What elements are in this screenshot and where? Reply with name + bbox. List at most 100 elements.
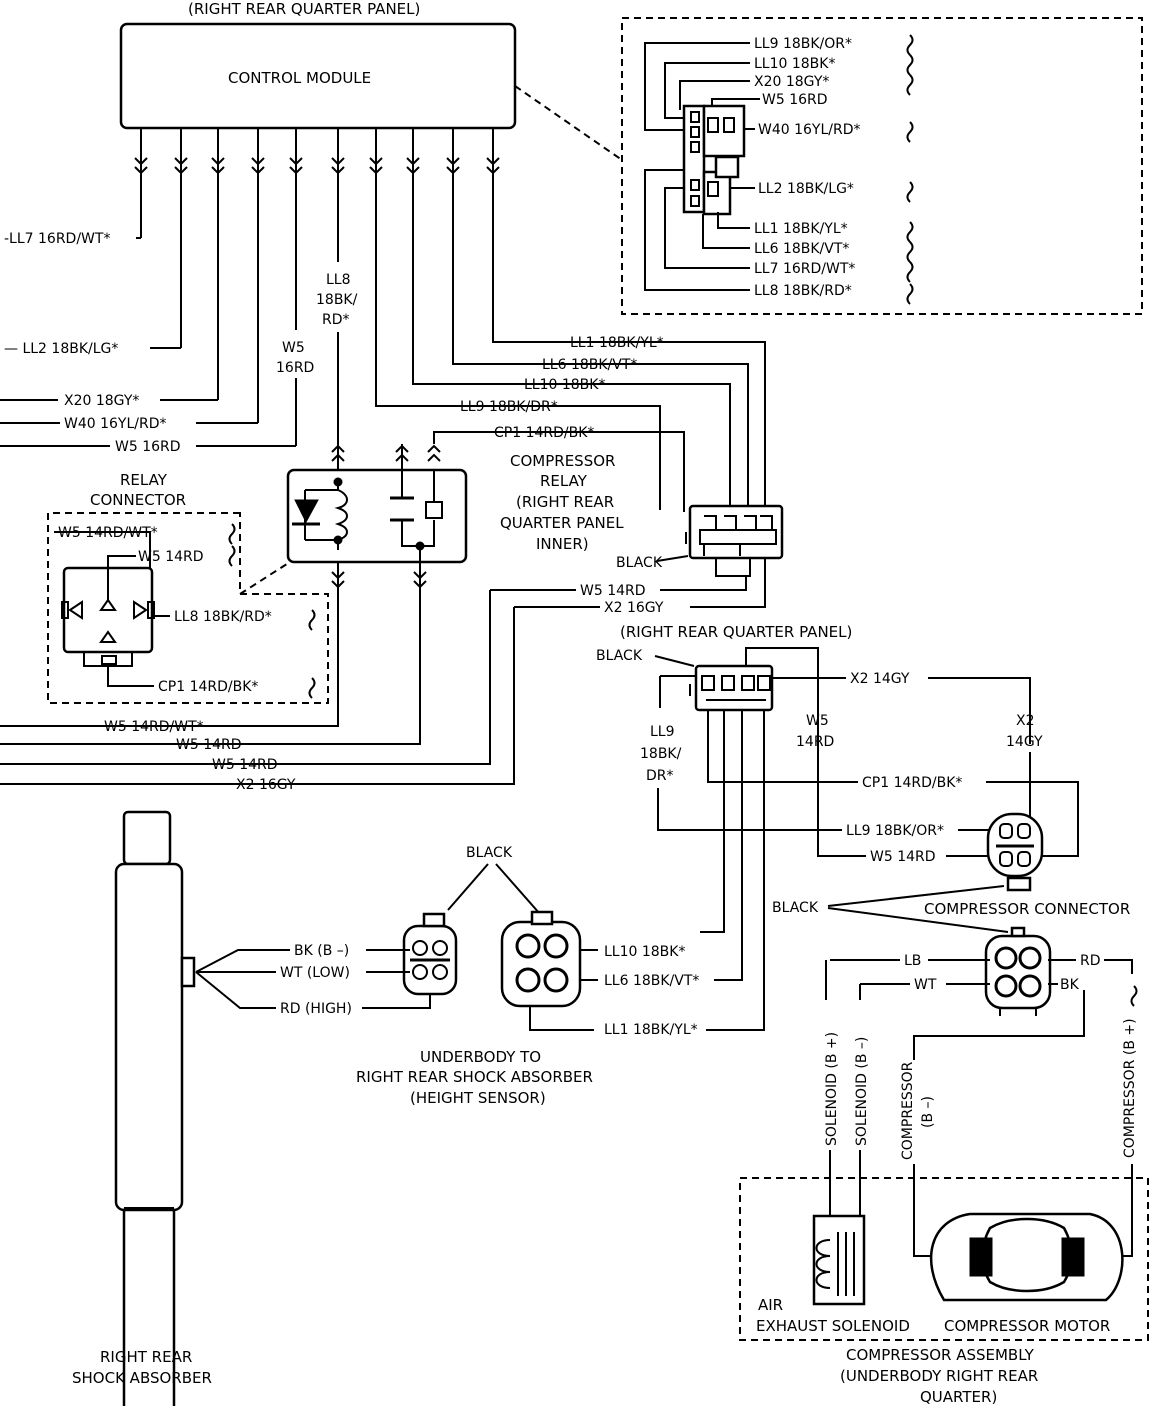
compressor-assembly-frame — [739, 1177, 1149, 1341]
x20-label: X20 18GY* — [64, 393, 139, 409]
compressor-assembly-title-3: QUARTER) — [920, 1388, 997, 1406]
solenoid-bplus-label: SOLENOID (B +) — [824, 1032, 840, 1146]
qp-w5-vertical-1: W5 — [806, 713, 829, 729]
rc-lead-w5rdwt — [54, 531, 151, 568]
w5-rd-bottom-wire-b — [0, 590, 491, 765]
relay-ll1-label: LL1 18BK/YL* — [570, 335, 664, 351]
sensor-ll1-label: LL1 18BK/YL* — [604, 1022, 698, 1038]
qp-cp1-lead — [707, 710, 1079, 857]
sensor-black-label: BLACK — [466, 845, 513, 861]
solenoid-bminus-label: SOLENOID (B –) — [854, 1037, 870, 1146]
ll2-label: — LL2 18BK/LG* — [4, 341, 118, 357]
compressor-relay-title-1: COMPRESSOR — [510, 452, 615, 470]
w5-rdwt-bottom-wire — [0, 562, 339, 727]
mc-wire-w40: W40 16YL/RD* — [758, 122, 861, 138]
bl-w5-rd-a-label: W5 14RD — [176, 737, 242, 753]
sensor-bk-label: BK (B –) — [294, 943, 349, 959]
detail-leader — [514, 85, 623, 161]
x2-bottom-wire — [0, 607, 515, 785]
relay-connector-title-1: RELAY — [120, 471, 168, 489]
underbody-title-1: UNDERBODY TO — [420, 1048, 541, 1066]
relay-cp1-label: CP1 14RD/BK* — [494, 425, 594, 441]
cp1-wire — [433, 431, 685, 512]
relay-w5-14rd-out — [490, 576, 747, 591]
sensor-ll6-label: LL6 18BK/VT* — [604, 973, 699, 989]
w5-rd-bottom-wire-a — [0, 550, 421, 745]
qp-ll9-or-label: LL9 18BK/OR* — [846, 823, 944, 839]
relay-connector-leader — [239, 561, 291, 595]
wire-break-squiggles — [906, 34, 914, 305]
qp-x2-vertical-2: 14GY — [1006, 734, 1043, 750]
mc-wire-ll6: LL6 18BK/VT* — [754, 241, 849, 257]
w5-vertical-label-2: 16RD — [276, 360, 314, 376]
relay-x2-label: X2 16GY — [604, 600, 664, 616]
qp-ll9-vertical-3: DR* — [646, 768, 674, 784]
air-exhaust-title-2: EXHAUST SOLENOID — [756, 1317, 910, 1335]
mc-wire-w5: W5 16RD — [762, 92, 828, 108]
mc-wire-ll1: LL1 18BK/YL* — [754, 221, 848, 237]
w5-16rd-label: W5 16RD — [115, 439, 181, 455]
module-connector-body — [682, 104, 746, 216]
qp-w5-14rd-label: W5 14RD — [870, 849, 936, 865]
rc-w5-rdwt-label: W5 14RD/WT* — [58, 525, 158, 541]
qp-cp1-label: CP1 14RD/BK* — [862, 775, 962, 791]
compressor-relay-title-3: (RIGHT REAR — [516, 493, 614, 511]
sensor-wt-label: WT (LOW) — [280, 965, 350, 981]
control-module-label: CONTROL MODULE — [228, 69, 371, 87]
ll8-vertical-label-2: 18BK/ — [316, 292, 358, 308]
bl-x2-label: X2 16GY — [236, 777, 296, 793]
ll10-to-sensor — [700, 710, 725, 933]
ll6-to-sensor — [714, 710, 743, 981]
bl-w5-rd-b-label: W5 14RD — [212, 757, 278, 773]
quarter-panel-title: (RIGHT REAR QUARTER PANEL) — [620, 623, 852, 641]
compressor-relay-title-4: QUARTER PANEL — [500, 514, 624, 532]
relay-plug-black-label: BLACK — [616, 555, 663, 571]
mc-wire-ll9: LL9 18BK/OR* — [754, 36, 852, 52]
compressor-4pin-connector — [984, 926, 1052, 1016]
comp-wt-label: WT — [914, 977, 937, 993]
relay-connector-title-2: CONNECTOR — [90, 491, 186, 509]
top-location-label: (RIGHT REAR QUARTER PANEL) — [188, 0, 420, 18]
air-exhaust-solenoid — [812, 1214, 866, 1306]
compressor-motor — [929, 1212, 1124, 1302]
qp-x2-vertical-1: X2 — [1016, 713, 1035, 729]
rc-cp1-label: CP1 14RD/BK* — [158, 679, 258, 695]
relay-ll9-label: LL9 18BK/DR* — [460, 399, 558, 415]
shock-absorber — [114, 810, 196, 1406]
module-connector-leads — [644, 42, 760, 291]
sensor-male-connector — [500, 910, 594, 1031]
sensor-ll10-label: LL10 18BK* — [604, 944, 685, 960]
relay-w5-14rd-label: W5 14RD — [580, 583, 646, 599]
qp-w5-vertical-2: 14RD — [796, 734, 834, 750]
relay-x2-out — [514, 558, 766, 608]
rc-squiggles — [228, 523, 316, 699]
sensor-rd-label: RD (HIGH) — [280, 1001, 352, 1017]
compressor-relay-title-5: INNER) — [536, 535, 589, 553]
qp-ll9-vertical-1: LL9 — [650, 724, 675, 740]
qp-black-label: BLACK — [596, 648, 643, 664]
comp-lb-label: LB — [904, 953, 921, 969]
compressor-black-label: BLACK — [772, 900, 819, 916]
relay-ll10-label: LL10 18BK* — [524, 377, 605, 393]
qp-ll9-vertical-2: 18BK/ — [640, 746, 682, 762]
compressor-bminus-label-2: (B –) — [920, 1096, 936, 1128]
relay-internals — [292, 470, 443, 551]
compressor-relay-title-2: RELAY — [540, 472, 588, 490]
ll7-label: -LL7 16RD/WT* — [4, 231, 110, 247]
compressor-relay-box — [286, 468, 468, 564]
ll8-vertical-label-3: RD* — [322, 312, 350, 328]
qp-x2-lead — [772, 677, 1031, 744]
sensor-female-connector — [402, 912, 458, 1004]
quarter-panel-connector-body — [689, 664, 774, 712]
bl-w5-rdwt-label: W5 14RD/WT* — [104, 719, 204, 735]
comp-rd-label: RD — [1080, 953, 1101, 969]
compressor-motor-title: COMPRESSOR MOTOR — [944, 1317, 1110, 1335]
comp-bk-label: BK — [1060, 977, 1080, 993]
rc-lead-w5rd — [107, 555, 136, 600]
compressor-connector-title: COMPRESSOR CONNECTOR — [924, 900, 1130, 918]
compressor-bminus-label-1: COMPRESSOR — [900, 1061, 916, 1160]
compressor-connector-body — [986, 812, 1044, 892]
shock-title-1: RIGHT REAR — [100, 1348, 192, 1366]
mc-wire-ll7: LL7 16RD/WT* — [754, 261, 855, 277]
